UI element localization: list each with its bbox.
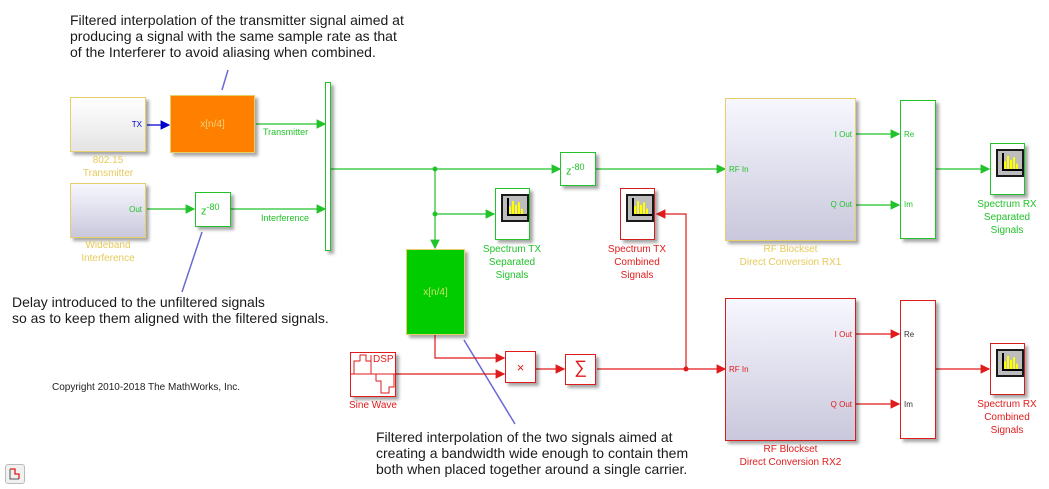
port-tx: TX — [131, 120, 142, 129]
scope-tx-combined[interactable] — [620, 188, 655, 240]
delay-block-bus[interactable]: z-80 — [560, 152, 596, 186]
annotation-interp-both: Filtered interpolation of the two signal… — [376, 429, 689, 477]
scope-rx-combined-label: Spectrum RX Combined Signals — [977, 399, 1037, 436]
copyright-text: Copyright 2010-2018 The MathWorks, Inc. — [52, 382, 241, 393]
bus-creator-block[interactable] — [325, 82, 331, 251]
signal-label-interference: Interference — [261, 213, 310, 223]
interference-block[interactable]: Out — [70, 183, 146, 238]
sine-wave-block[interactable]: DSP — [350, 352, 396, 397]
rx1-block[interactable]: RF In I Out Q Out — [725, 98, 856, 241]
interp-tx-block[interactable]: x[n/4] — [170, 95, 255, 153]
annotation-pointer-delay — [181, 231, 203, 293]
spectrum-scope-icon — [996, 349, 1024, 377]
scope-rx-separated-label: Spectrum RX Separated Signals — [977, 199, 1037, 236]
port-out: Out — [129, 205, 142, 214]
real-imag-to-complex-1[interactable]: Re Im — [900, 100, 936, 239]
annotation-interp-tx: Filtered interpolation of the transmitte… — [70, 12, 404, 60]
interp-both-block[interactable]: x[n/4] — [406, 249, 465, 335]
transmitter-block[interactable]: TX — [70, 97, 146, 152]
signal-label-transmitter: Transmitter — [263, 127, 309, 137]
product-block[interactable]: × — [505, 351, 536, 383]
delay-block-interference[interactable]: z-80 — [195, 192, 231, 227]
scope-tx-separated-label: Spectrum TX Separated Signals — [482, 244, 542, 281]
spectrum-scope-icon — [501, 194, 529, 222]
spectrum-scope-icon — [996, 149, 1024, 177]
rx2-block[interactable]: RF In I Out Q Out — [725, 298, 856, 441]
sample-time-legend-button[interactable] — [5, 464, 25, 484]
rx2-label: RF Blockset Direct Conversion RX2 — [739, 444, 842, 468]
sine-wave-icon — [351, 354, 395, 394]
annotation-pointer-bottom — [463, 339, 516, 425]
annotation-pointer-top — [221, 69, 229, 91]
scope-rx-separated[interactable] — [990, 143, 1025, 195]
interference-label: Wideband Interference — [81, 240, 135, 264]
rx1-label: RF Blockset Direct Conversion RX1 — [739, 244, 842, 268]
step-signal-icon — [9, 468, 20, 480]
scope-tx-separated[interactable] — [495, 188, 530, 240]
annotation-delay: Delay introduced to the unfiltered signa… — [12, 294, 329, 326]
real-imag-to-complex-2[interactable]: Re Im — [900, 300, 936, 439]
transmitter-label: 802.15 Transmitter — [82, 155, 134, 179]
scope-tx-combined-label: Spectrum TX Combined Signals — [607, 244, 667, 281]
scope-rx-combined[interactable] — [990, 343, 1025, 395]
spectrum-scope-icon — [626, 194, 654, 222]
sine-wave-label: Sine Wave — [349, 400, 397, 411]
sum-block[interactable]: ∑ — [565, 354, 596, 385]
